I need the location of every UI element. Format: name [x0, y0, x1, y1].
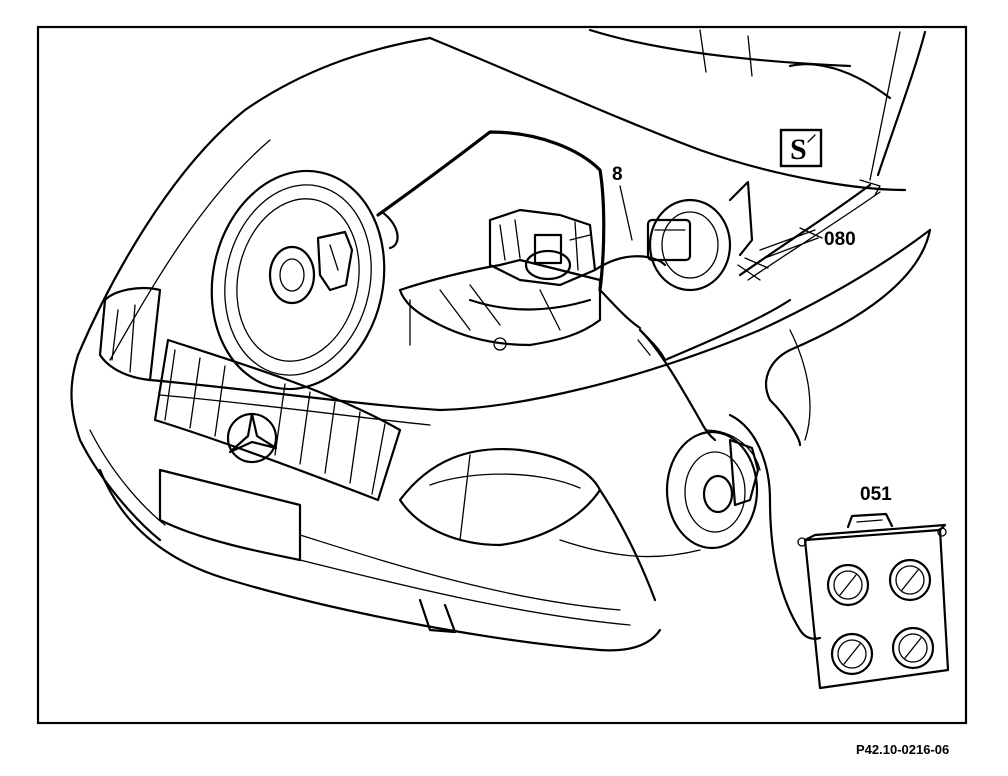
tool-symbol-text: S — [790, 133, 807, 166]
car-body — [70, 28, 932, 652]
label-part-051: 051 — [860, 484, 892, 505]
label-part-080: 080 — [824, 229, 856, 250]
special-tool-symbol: S — [779, 128, 823, 168]
brake-tester-case — [797, 512, 950, 690]
label-part-8: 8 — [612, 164, 623, 185]
engine-block — [398, 208, 602, 351]
left-wheel — [210, 169, 386, 391]
diagram-frame — [36, 25, 968, 725]
right-wheel — [665, 429, 761, 550]
brake-lines — [376, 130, 881, 640]
leader-part-080 — [799, 227, 823, 239]
brake-booster — [646, 180, 769, 292]
reference-code: P42.10-0216-06 — [856, 742, 949, 757]
leader-part-8 — [619, 185, 633, 241]
